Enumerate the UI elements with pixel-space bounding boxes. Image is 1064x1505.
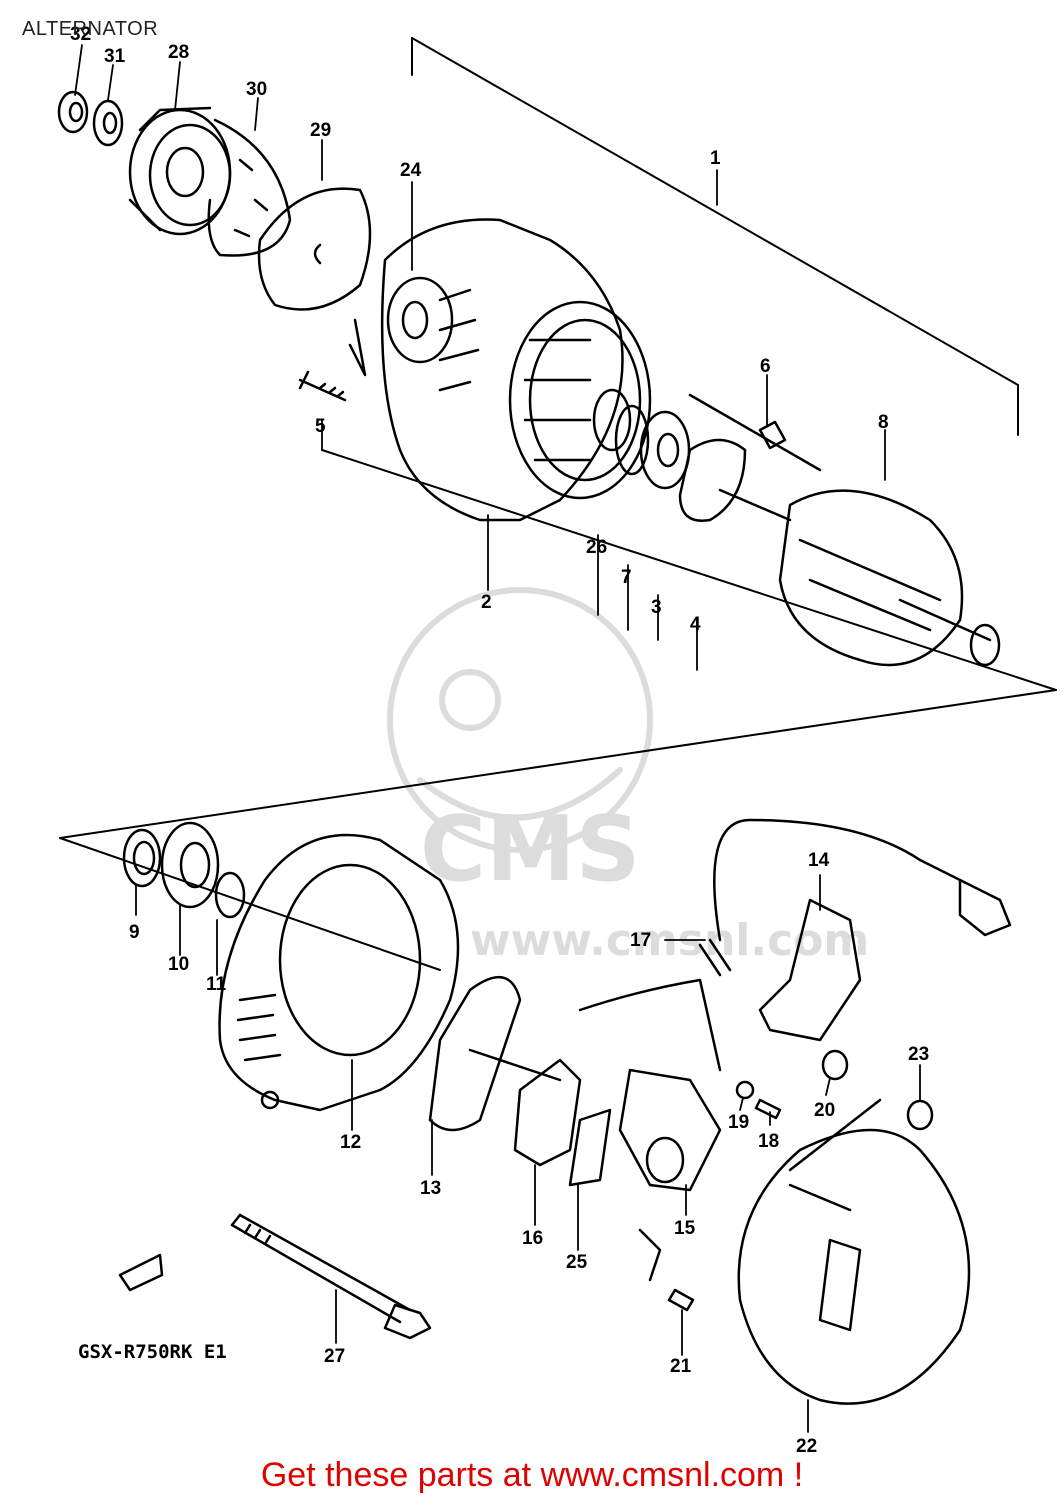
fan-30 <box>207 118 292 257</box>
nut-23 <box>906 1099 934 1131</box>
callout-31: 31 <box>104 46 126 67</box>
callout-14: 14 <box>808 850 830 871</box>
seal-9 <box>122 828 162 888</box>
callout-17: 17 <box>630 930 651 951</box>
cover-29 <box>257 187 372 311</box>
bearing-stack <box>592 388 747 522</box>
callout-5: 5 <box>315 416 326 437</box>
watermark-brand: CMS <box>420 797 640 902</box>
ring-11 <box>214 871 246 919</box>
callout-3: 3 <box>651 597 662 618</box>
callout-27: 27 <box>324 1346 345 1367</box>
callout-19: 19 <box>728 1112 749 1133</box>
bearing-10 <box>160 821 220 909</box>
callout-23: 23 <box>908 1044 929 1065</box>
stud-6 <box>688 393 822 472</box>
rotor-8 <box>718 488 1001 667</box>
callout-13: 13 <box>420 1178 441 1199</box>
diagram-title: ALTERNATOR <box>22 18 159 40</box>
callout-22: 22 <box>796 1436 817 1457</box>
model-code: GSX-R750RK E1 <box>78 1341 227 1363</box>
nut-32 <box>57 90 89 134</box>
stator <box>508 300 652 500</box>
screw-18 <box>754 1098 782 1120</box>
callout-6: 6 <box>760 356 771 377</box>
plate-13 <box>428 975 562 1132</box>
rectifier-16 <box>513 1058 582 1167</box>
callout-15: 15 <box>674 1218 696 1239</box>
callout-12: 12 <box>340 1132 361 1153</box>
pulley-28 <box>128 106 232 236</box>
callout-28: 28 <box>168 42 189 63</box>
callout-32: 32 <box>70 24 91 45</box>
callout-25: 25 <box>566 1252 588 1273</box>
callout-18: 18 <box>758 1131 779 1152</box>
callout-labels: 32 31 28 30 29 24 1 6 8 5 2 26 7 3 4 9 1… <box>70 24 929 1457</box>
footer-link-text[interactable]: Get these parts at www.cmsnl.com ! <box>260 1456 804 1494</box>
watermark-logo <box>387 587 653 853</box>
callout-7: 7 <box>621 567 632 588</box>
insulator-25 <box>568 1108 612 1187</box>
callout-24: 24 <box>400 160 422 181</box>
regulator-15 <box>618 1068 722 1192</box>
callout-21: 21 <box>670 1356 692 1377</box>
callout-26: 26 <box>586 537 607 558</box>
lead-wire-17 <box>578 818 1012 1072</box>
front-arrow-icon <box>118 1253 164 1292</box>
callout-4: 4 <box>690 614 701 635</box>
callout-20: 20 <box>814 1100 835 1121</box>
screw-20 <box>821 1049 849 1081</box>
callout-16: 16 <box>522 1228 543 1249</box>
nut-19 <box>735 1080 755 1100</box>
through-bolt-27 <box>230 1213 432 1340</box>
washer-31 <box>92 99 124 147</box>
callout-30: 30 <box>246 79 267 100</box>
front-housing-2 <box>348 218 624 522</box>
callout-2: 2 <box>481 592 492 613</box>
bolt-5 <box>298 370 347 402</box>
callout-29: 29 <box>310 120 331 141</box>
callout-11: 11 <box>206 974 227 995</box>
callout-1: 1 <box>710 148 721 169</box>
rear-housing-12 <box>218 833 460 1112</box>
callout-9: 9 <box>129 922 140 943</box>
brush-holder-14 <box>758 898 862 1042</box>
callout-10: 10 <box>168 954 189 975</box>
callout-8: 8 <box>878 412 889 433</box>
leader-lines <box>74 44 921 1433</box>
screw-21 <box>638 1228 695 1312</box>
rear-cover-22 <box>737 1098 971 1405</box>
